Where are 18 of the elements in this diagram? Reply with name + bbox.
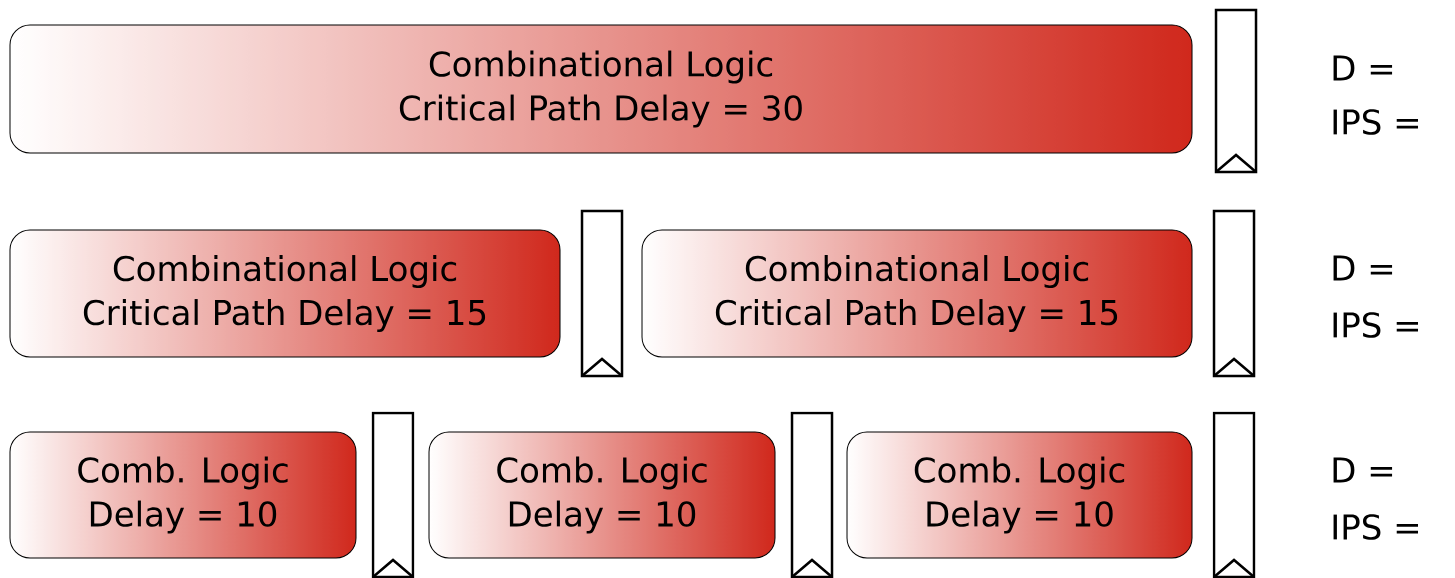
register-symbol	[580, 209, 624, 378]
metric-label: D =	[1333, 457, 1393, 483]
metric-label: D =	[1333, 55, 1393, 81]
logic-box: Comb. Logic Delay = 10	[9, 431, 357, 559]
register-symbol	[371, 411, 415, 578]
metric-label: IPS =	[1333, 109, 1418, 135]
logic-box: Combinational Logic Critical Path Delay = 15	[9, 229, 561, 358]
logic-box: Comb. Logic Delay = 10	[846, 431, 1193, 559]
logic-box: Combinational Logic Critical Path Delay = 30	[9, 24, 1193, 154]
register-symbol	[1212, 209, 1256, 378]
register-symbol	[1212, 411, 1256, 578]
logic-box: Combinational Logic Critical Path Delay = 15	[641, 229, 1193, 358]
logic-box: Comb. Logic Delay = 10	[428, 431, 776, 559]
register-symbol	[790, 411, 834, 578]
metric-label: D =	[1333, 255, 1393, 281]
metric-label: IPS =	[1333, 514, 1418, 540]
register-symbol	[1214, 8, 1258, 174]
metric-label: IPS =	[1333, 312, 1418, 338]
